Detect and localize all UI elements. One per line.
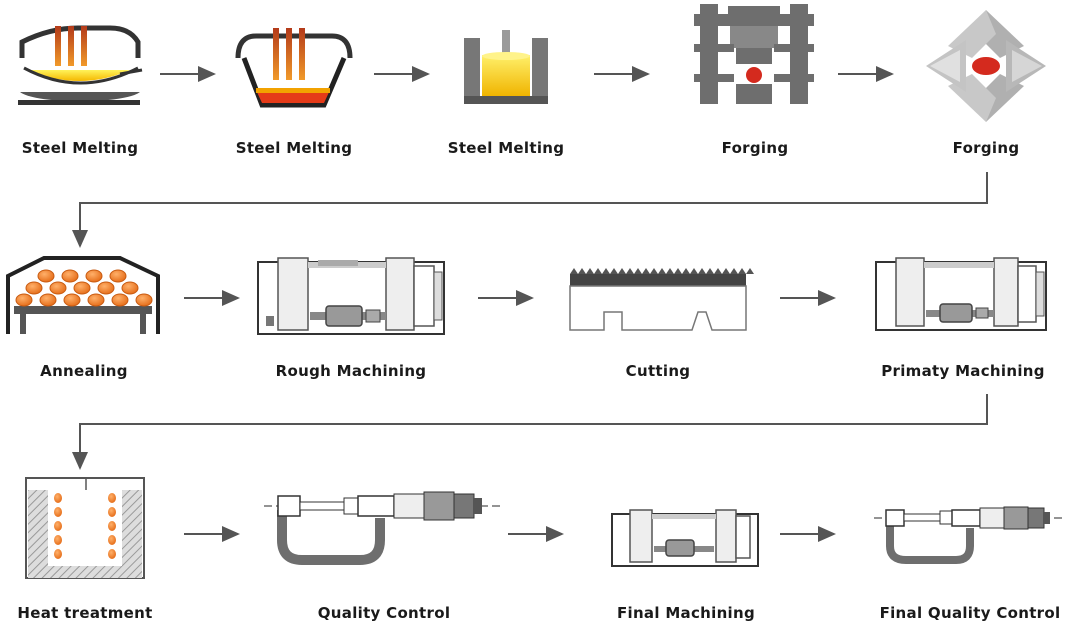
ingot-casting-icon	[464, 30, 548, 104]
radial-forging-icon	[926, 10, 1046, 122]
step-label: Forging	[952, 139, 1020, 157]
rough-machining-lathe-icon	[257, 257, 445, 335]
annealing-furnace-icon	[6, 256, 160, 334]
step-label: Cutting	[625, 362, 691, 380]
step-label: Heat treatment	[17, 604, 153, 622]
heat-treatment-furnace-icon	[25, 477, 145, 579]
final-quality-control-micrometer-icon	[874, 506, 1062, 564]
step-label: Steel Melting	[447, 139, 565, 157]
quality-control-micrometer-icon	[264, 491, 500, 565]
step-label: Rough Machining	[275, 362, 427, 380]
connector-row1-row2	[72, 172, 988, 248]
step-label: Final Quality Control	[879, 604, 1061, 622]
step-label: Steel Melting	[235, 139, 353, 157]
connector-row2-row3	[72, 394, 988, 470]
primary-machining-lathe-icon	[875, 257, 1047, 331]
step-label: Annealing	[40, 362, 128, 380]
step-label: Primaty Machining	[881, 362, 1045, 380]
cutting-saw-icon	[569, 268, 754, 331]
arc-furnace-icon	[18, 25, 143, 105]
step-label: Quality Control	[317, 604, 451, 622]
step-label: Final Machining	[616, 604, 756, 622]
final-machining-lathe-icon	[611, 509, 759, 567]
step-label: Forging	[721, 139, 789, 157]
ladle-furnace-icon	[235, 28, 353, 108]
step-label: Steel Melting	[21, 139, 139, 157]
forging-press-icon	[694, 4, 814, 104]
